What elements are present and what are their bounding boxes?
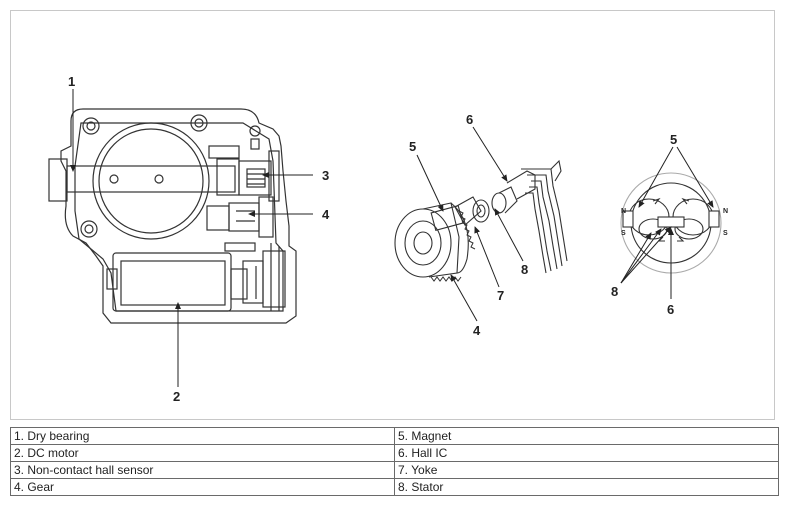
legend-item-magnet: 5. Magnet bbox=[394, 427, 779, 445]
throttle-body-assembly bbox=[48, 108, 297, 324]
legend-row: 4. Gear 8. Stator bbox=[10, 478, 779, 496]
callout-3: 3 bbox=[322, 168, 329, 183]
legend-item-hall-sensor: 3. Non-contact hall sensor bbox=[10, 461, 395, 479]
legend-row: 2. DC motor 6. Hall IC bbox=[10, 444, 779, 462]
legend-item-yoke: 7. Yoke bbox=[394, 461, 779, 479]
callout-mid-4: 4 bbox=[473, 323, 481, 338]
legend-table: 1. Dry bearing 5. Magnet 2. DC motor 6. … bbox=[10, 427, 779, 496]
callout-2: 2 bbox=[173, 389, 180, 404]
callout-4: 4 bbox=[322, 207, 330, 222]
legend-item-stator: 8. Stator bbox=[394, 478, 779, 496]
legend-item-dc-motor: 2. DC motor bbox=[10, 444, 395, 462]
callout-mid-6: 6 bbox=[466, 112, 473, 127]
callout-1: 1 bbox=[68, 74, 75, 89]
legend-row: 1. Dry bearing 5. Magnet bbox=[10, 427, 779, 445]
callout-mid-8: 8 bbox=[521, 262, 528, 277]
diagram-figure: 1 3 4 2 bbox=[10, 10, 775, 420]
pole-label-right-s: S bbox=[723, 230, 728, 237]
exploded-sensor-assembly bbox=[394, 159, 568, 282]
legend-row: 3. Non-contact hall sensor 7. Yoke bbox=[10, 461, 779, 479]
callout-mid-7: 7 bbox=[497, 288, 504, 303]
legend-item-dry-bearing: 1. Dry bearing bbox=[10, 427, 395, 445]
legend-item-gear: 4. Gear bbox=[10, 478, 395, 496]
callout-right-6: 6 bbox=[667, 302, 674, 317]
actuator-diagram: 1 3 4 2 bbox=[48, 74, 728, 404]
legend-item-hall-ic: 6. Hall IC bbox=[394, 444, 779, 462]
right-leader-lines bbox=[620, 146, 714, 299]
callout-right-5: 5 bbox=[670, 132, 677, 147]
pole-label-left-n: N bbox=[621, 208, 626, 215]
callout-right-8: 8 bbox=[611, 284, 618, 299]
pole-label-left-s: S bbox=[621, 230, 626, 237]
middle-leader-lines bbox=[416, 126, 524, 322]
callout-mid-5: 5 bbox=[409, 139, 416, 154]
left-leader-lines bbox=[70, 89, 313, 387]
pole-label-right-n: N bbox=[723, 208, 728, 215]
